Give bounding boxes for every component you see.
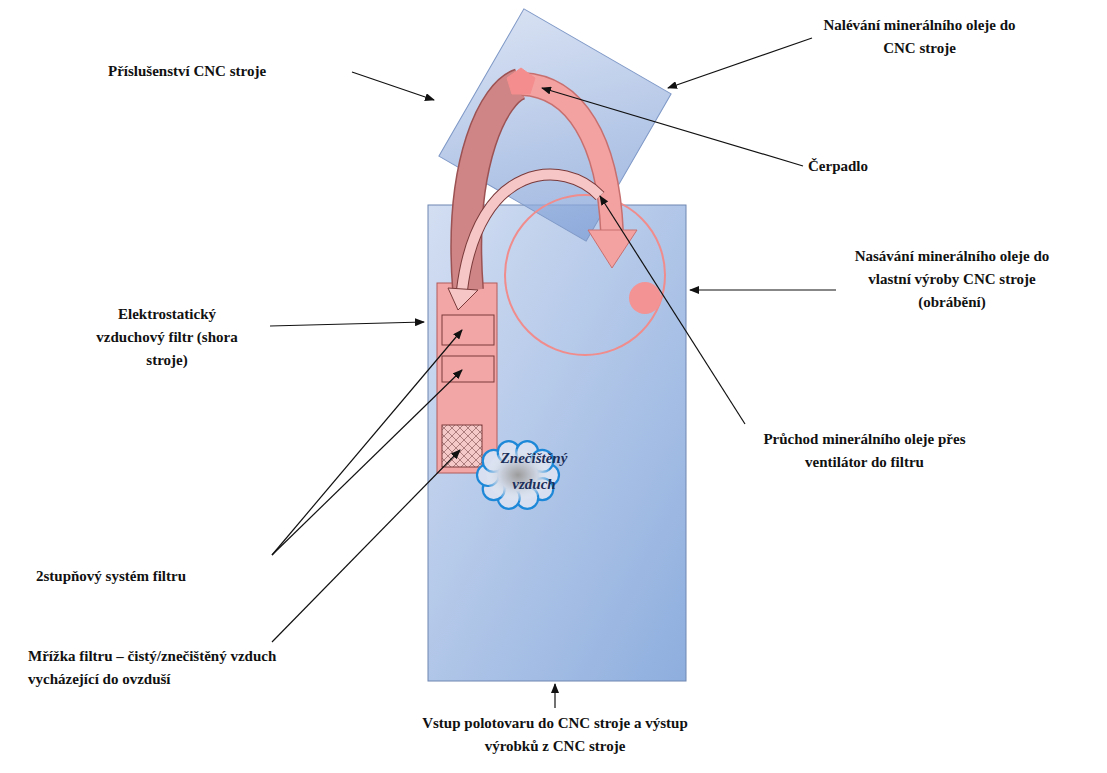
leader-line (270, 322, 424, 326)
callout-label: Mřížka filtru – čistý/znečištěný vzduch … (28, 645, 293, 691)
leader-line (272, 330, 462, 555)
filter-column (437, 283, 497, 473)
cloud-text: Znečištěný vzduch (488, 445, 580, 497)
pump-symbol (507, 68, 535, 94)
fan-flow-arrow (462, 175, 600, 290)
callout-label: Příslušenství CNC stroje (108, 60, 358, 83)
cloud-shape: Znečištěný vzduch (488, 445, 580, 505)
callout-label: Nalévání minerálního oleje do CNC stroje (812, 14, 1027, 60)
filter-grid (442, 425, 482, 467)
leader-line (600, 196, 745, 424)
machining-zone (505, 195, 665, 355)
leader-line (272, 370, 462, 555)
filter-stage (442, 356, 494, 382)
oil-flow-arrow (522, 84, 612, 232)
callout-label: 2stupňový systém filtru (36, 565, 186, 588)
leader-line (554, 684, 555, 708)
fan-flow-arrow (462, 175, 600, 290)
callout-label: Elektrostatický vzduchový filtr (shora s… (92, 303, 242, 372)
leader-line (352, 72, 434, 100)
callout-label: Nasávání minerálního oleje do vlastní vý… (842, 245, 1062, 314)
callout-label: Průchod minerálního oleje přes ventiláto… (752, 428, 977, 474)
callout-label: Čerpadlo (808, 155, 928, 178)
leader-line (690, 289, 836, 290)
fan-flow-arrowhead (448, 288, 478, 310)
leader-lines (270, 38, 836, 708)
leader-line (272, 450, 460, 642)
machining-point (629, 282, 661, 314)
callout-label: Vstup polotovaru do CNC stroje a výstup … (405, 712, 705, 758)
filter-stage (442, 315, 494, 345)
oil-flow-arrow (522, 84, 612, 232)
leader-line (542, 88, 803, 166)
leader-line (668, 38, 812, 88)
oil-flow-arrowhead (588, 230, 637, 268)
